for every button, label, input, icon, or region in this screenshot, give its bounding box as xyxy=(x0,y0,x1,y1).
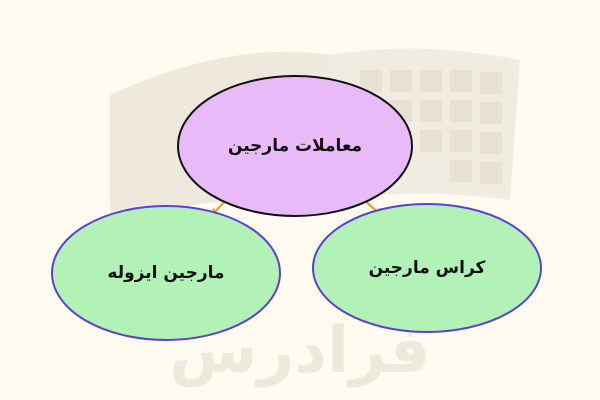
child-node-label: کراس مارجین xyxy=(369,258,486,278)
child-node-cross-margin: کراس مارجین xyxy=(312,203,542,333)
child-node-shape xyxy=(51,205,281,341)
root-node-shape xyxy=(177,75,413,217)
root-node-label: معاملات مارجین xyxy=(228,136,362,156)
child-node-label: مارجین ایزوله xyxy=(107,263,224,283)
root-node: معاملات مارجین xyxy=(177,75,413,217)
child-node-isolated-margin: مارجین ایزوله xyxy=(51,205,281,341)
child-node-shape xyxy=(312,203,542,333)
